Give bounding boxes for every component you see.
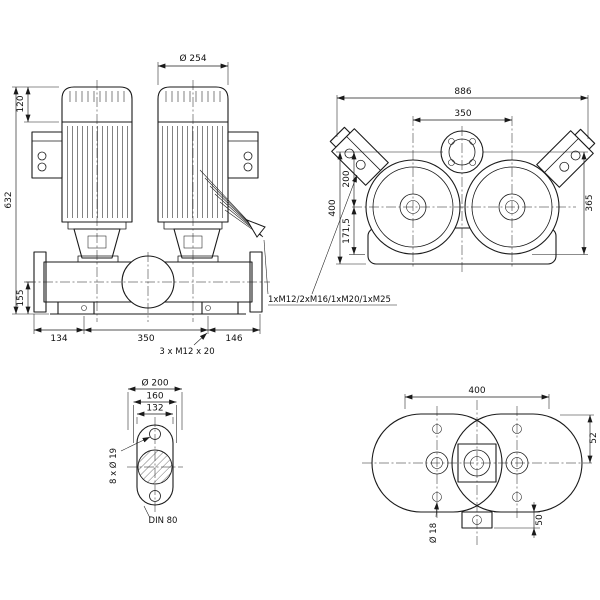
front-base: [50, 301, 246, 315]
front-lantern-right: [173, 228, 221, 259]
bottom-dim-edge-offset: 52: [560, 414, 599, 463]
dim-fan-height: 120: [16, 95, 26, 112]
front-centerlines: [26, 80, 270, 322]
dim-depth-front: 200: [342, 170, 352, 187]
dim-depth-rear: 171,5: [342, 218, 352, 244]
dim-flange-to-foot: 134: [50, 334, 67, 344]
dim-flange-outer: Ø 200: [141, 378, 168, 389]
dim-foot-spacing: 350: [137, 334, 154, 344]
dim-edge-offset: 52: [589, 432, 599, 443]
bottom-note-hole-diameter: Ø 18: [428, 501, 440, 543]
front-dim-fan-height: 120: [16, 87, 59, 123]
note-hole-diameter: Ø 18: [428, 523, 439, 543]
front-note-foot-bolts: 3 x M12 x 20: [159, 332, 215, 357]
dim-overall-width: 886: [454, 87, 471, 97]
bottom-dim-foot-height: 50: [494, 502, 545, 538]
front-terminal-box-left: [31, 131, 63, 179]
dim-flange-bolt-circle: 160: [146, 392, 163, 402]
flange-dim-bore: 132: [136, 404, 174, 424]
dim-motor-length: 365: [585, 194, 595, 211]
bottom-view: 400 52 50 Ø 18: [362, 386, 599, 545]
top-dim-motor-spacing: 350: [413, 109, 512, 123]
top-note-cable-glands: 1xM12/2xM16/1xM20/1xM25: [268, 174, 397, 306]
dim-total-height: 632: [4, 191, 14, 208]
flange-detail-view: Ø 200 160 132 8 x Ø 19 DIN 80: [108, 378, 183, 526]
top-terminal-box-left: [329, 126, 389, 186]
top-dim-motor-length: 365: [483, 151, 595, 255]
front-gland-leader-fan: [199, 169, 269, 295]
leader-arrow: [245, 219, 266, 238]
dim-flange-bore: 132: [146, 404, 163, 414]
note-flange-standard: DIN 80: [149, 516, 178, 526]
front-terminal-box-right: [227, 131, 259, 179]
dim-foot-height: 50: [535, 514, 545, 526]
top-dim-overall-width: 886: [336, 87, 589, 139]
top-centerlines: [352, 116, 576, 272]
front-dim-total-height: 632: [4, 86, 59, 315]
bottom-dim-width: 400: [404, 386, 550, 409]
flange-centerlines: [127, 417, 183, 513]
dim-depth-overall: 400: [328, 199, 338, 216]
dim-bottom-width: 400: [468, 386, 485, 396]
dim-foot-to-flange: 146: [225, 334, 242, 344]
top-view: 886 350 400 200 171,5 365 1xM12/2xM16/1x…: [268, 87, 596, 306]
flange-dim-bolt-circle: 160: [133, 392, 177, 443]
flange-note-bolt-holes: 8 x Ø 19: [108, 436, 151, 484]
dim-fan-diameter: Ø 254: [179, 53, 206, 64]
note-bolt-holes: 8 x Ø 19: [108, 448, 119, 484]
front-dim-bottom-chain: 134 350 146: [33, 314, 261, 344]
dim-port-height: 155: [16, 289, 26, 306]
note-cable-glands: 1xM12/2xM16/1xM20/1xM25: [268, 295, 391, 305]
bottom-centerlines: [362, 400, 592, 545]
note-foot-bolts: 3 x M12 x 20: [159, 347, 214, 357]
dim-motor-spacing: 350: [454, 109, 471, 119]
top-terminal-box-right: [536, 128, 596, 188]
flange-note-standard: DIN 80: [143, 505, 178, 526]
flange-dim-outer: Ø 200: [127, 378, 183, 430]
front-view: Ø 254 632 120 155 134 350 146: [4, 53, 270, 357]
front-dim-port-height: 155: [16, 281, 33, 314]
front-dim-fan-diameter: Ø 254: [157, 53, 229, 85]
